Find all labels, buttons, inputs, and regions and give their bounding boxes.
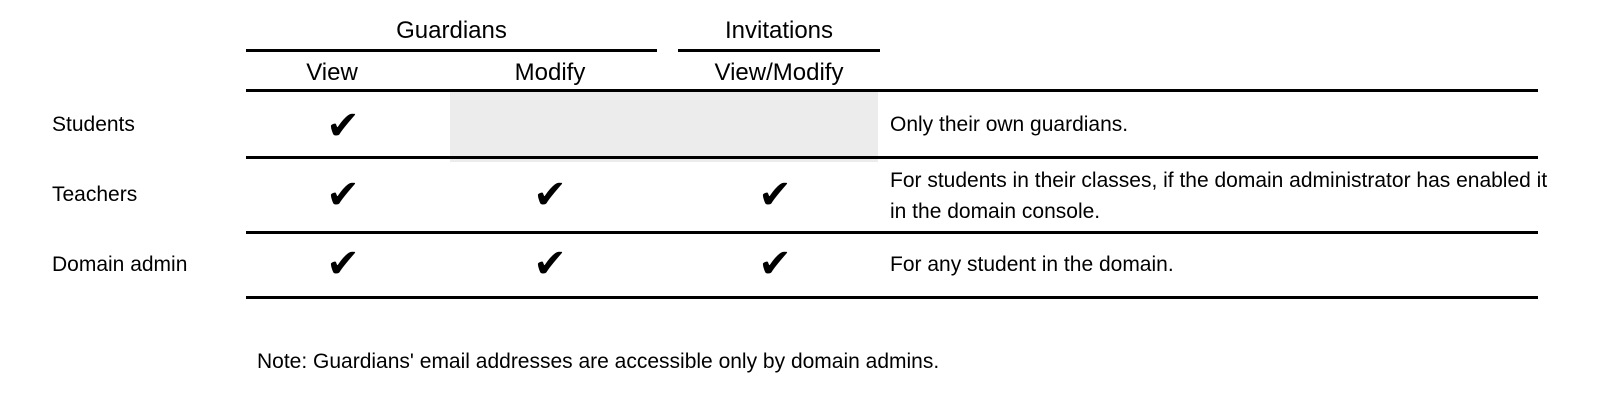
row-note-students: Only their own guardians. [890, 113, 1129, 136]
column-header-modify: Modify [514, 59, 586, 86]
footnote: Note: Guardians' email addresses are acc… [257, 350, 940, 373]
check-icon-domain-admin-view-modify: ✔ [758, 241, 792, 287]
column-group-guardians: Guardians [396, 17, 507, 44]
column-group-invitations: Invitations [724, 17, 834, 44]
table-rule-top [246, 89, 1538, 92]
guardians-underline [246, 49, 657, 52]
check-icon-students-view: ✔ [326, 103, 360, 149]
check-icon-domain-admin-modify: ✔ [533, 241, 567, 287]
row-note-domain-admin: For any student in the domain. [890, 253, 1174, 276]
column-header-view: View [306, 59, 358, 86]
check-icon-domain-admin-view: ✔ [326, 241, 360, 287]
check-icon-teachers-view: ✔ [326, 172, 360, 218]
row-label-students: Students [52, 113, 135, 136]
check-icon-teachers-view-modify: ✔ [758, 172, 792, 218]
row-label-domain-admin: Domain admin [52, 253, 188, 276]
column-header-view-modify: View/Modify [714, 59, 844, 86]
row-label-teachers: Teachers [52, 183, 138, 206]
row-note-teachers: For students in their classes, if the do… [890, 169, 1548, 223]
table-rule-after-teachers [246, 231, 1538, 234]
table-rule-bottom [246, 296, 1538, 299]
students-disabled-cells [450, 92, 878, 162]
check-icon-teachers-modify: ✔ [533, 172, 567, 218]
table-rule-after-students [246, 156, 1538, 159]
invitations-underline [678, 49, 880, 52]
